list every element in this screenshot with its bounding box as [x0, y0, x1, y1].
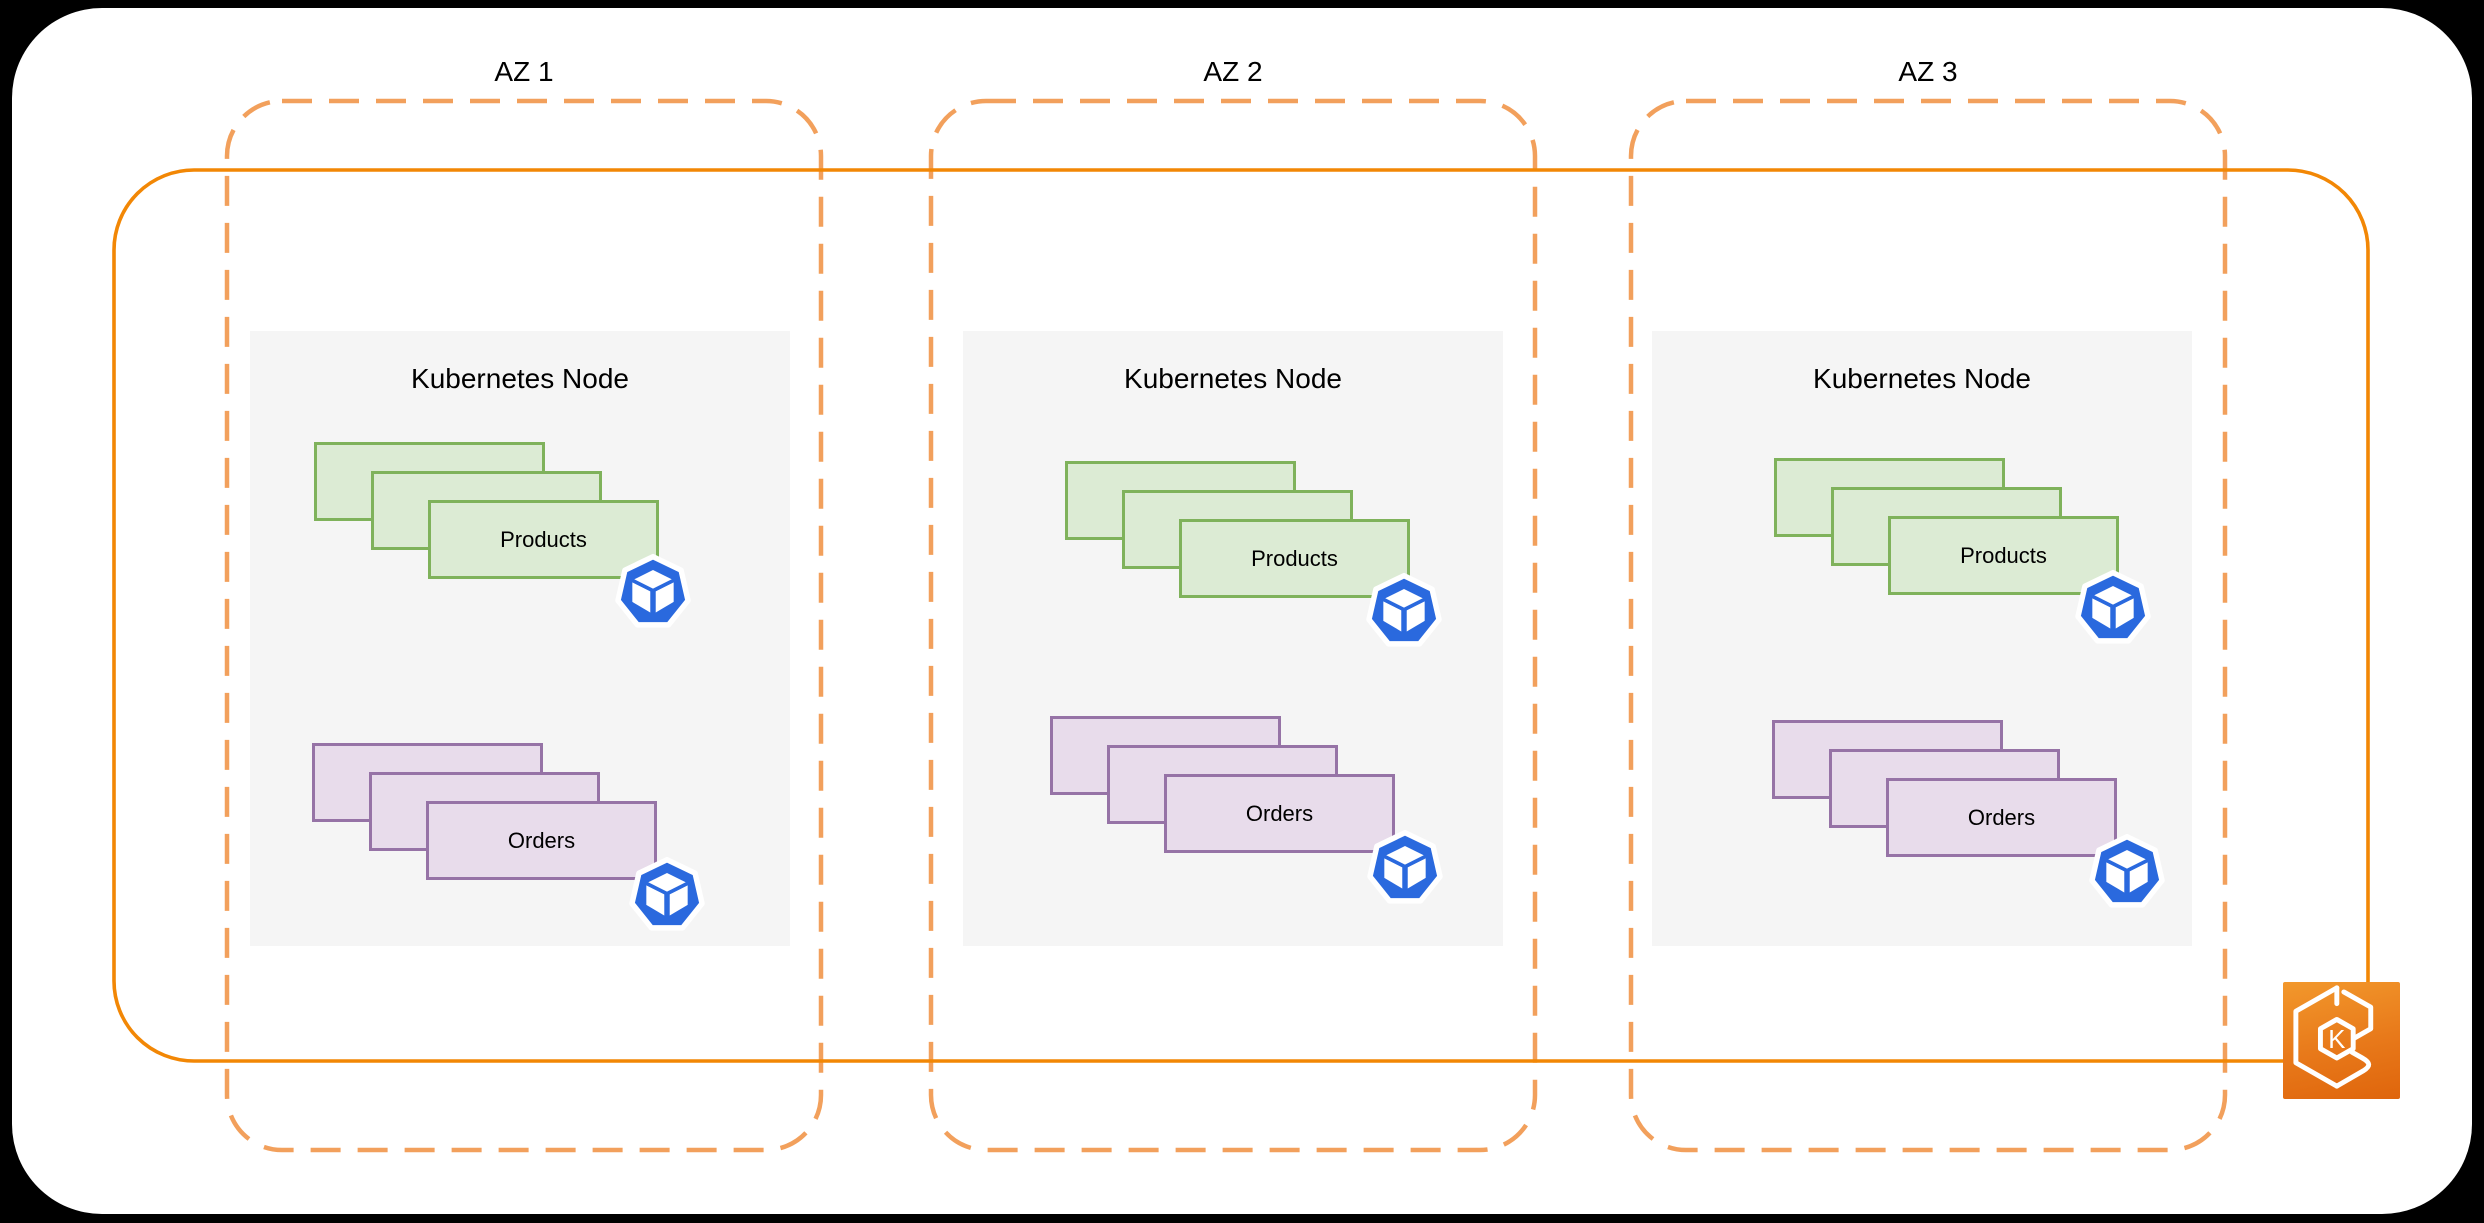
replica-box: Orders: [1164, 774, 1395, 853]
products-deployment-az1: Products: [314, 442, 691, 628]
az2-label: AZ 2: [1203, 56, 1263, 87]
az3-boundary: [1628, 98, 2228, 1153]
kubernetes-pod-icon: [629, 856, 705, 931]
kubernetes-pod-icon: [2089, 833, 2165, 908]
kubernetes-pod-icon: [615, 553, 691, 628]
workload-label: Products: [500, 526, 587, 552]
workload-label: Orders: [1967, 804, 2036, 830]
replica-box: Orders: [1886, 778, 2117, 857]
amazon-eks-icon: K: [2283, 982, 2400, 1099]
eks-letter: K: [2328, 1026, 2345, 1054]
orders-deployment-az1: Orders: [312, 743, 705, 931]
node-title: Kubernetes Node: [411, 363, 629, 394]
eks-inner-hexagon: [2317, 1016, 2356, 1061]
kubernetes-pod-icon: [2075, 569, 2151, 644]
workload-label: Orders: [1245, 800, 1314, 826]
eks-cluster-boundary: [112, 168, 2370, 1063]
az3-label: AZ 3: [1898, 56, 1958, 87]
workload-label: Orders: [507, 827, 576, 853]
replica-box: Products: [428, 500, 659, 579]
kubernetes-pod-icon: [1367, 829, 1443, 904]
eks-hexagon-hook: [2334, 1049, 2372, 1089]
orders-deployment-az2: Orders: [1050, 716, 1443, 904]
products-deployment-az2: Products: [1065, 461, 1442, 647]
az2-boundary: [928, 98, 1538, 1153]
eks-corner-facet: [2341, 989, 2374, 1041]
replica-box: Products: [1179, 519, 1410, 598]
orders-deployment-az3: Orders: [1772, 720, 2165, 908]
workload-label: Products: [1960, 542, 2047, 568]
az1-label: AZ 1: [494, 56, 554, 87]
node-title: Kubernetes Node: [1124, 363, 1342, 394]
replica-box: Products: [1888, 516, 2119, 595]
node-title: Kubernetes Node: [1813, 363, 2031, 394]
eks-hexagon-shell: [2293, 985, 2340, 1089]
az1-boundary: [224, 98, 824, 1153]
kubernetes-pod-icon: [1366, 572, 1442, 647]
products-deployment-az3: Products: [1774, 458, 2151, 644]
workload-label: Products: [1251, 545, 1338, 571]
replica-box: Orders: [426, 801, 657, 880]
